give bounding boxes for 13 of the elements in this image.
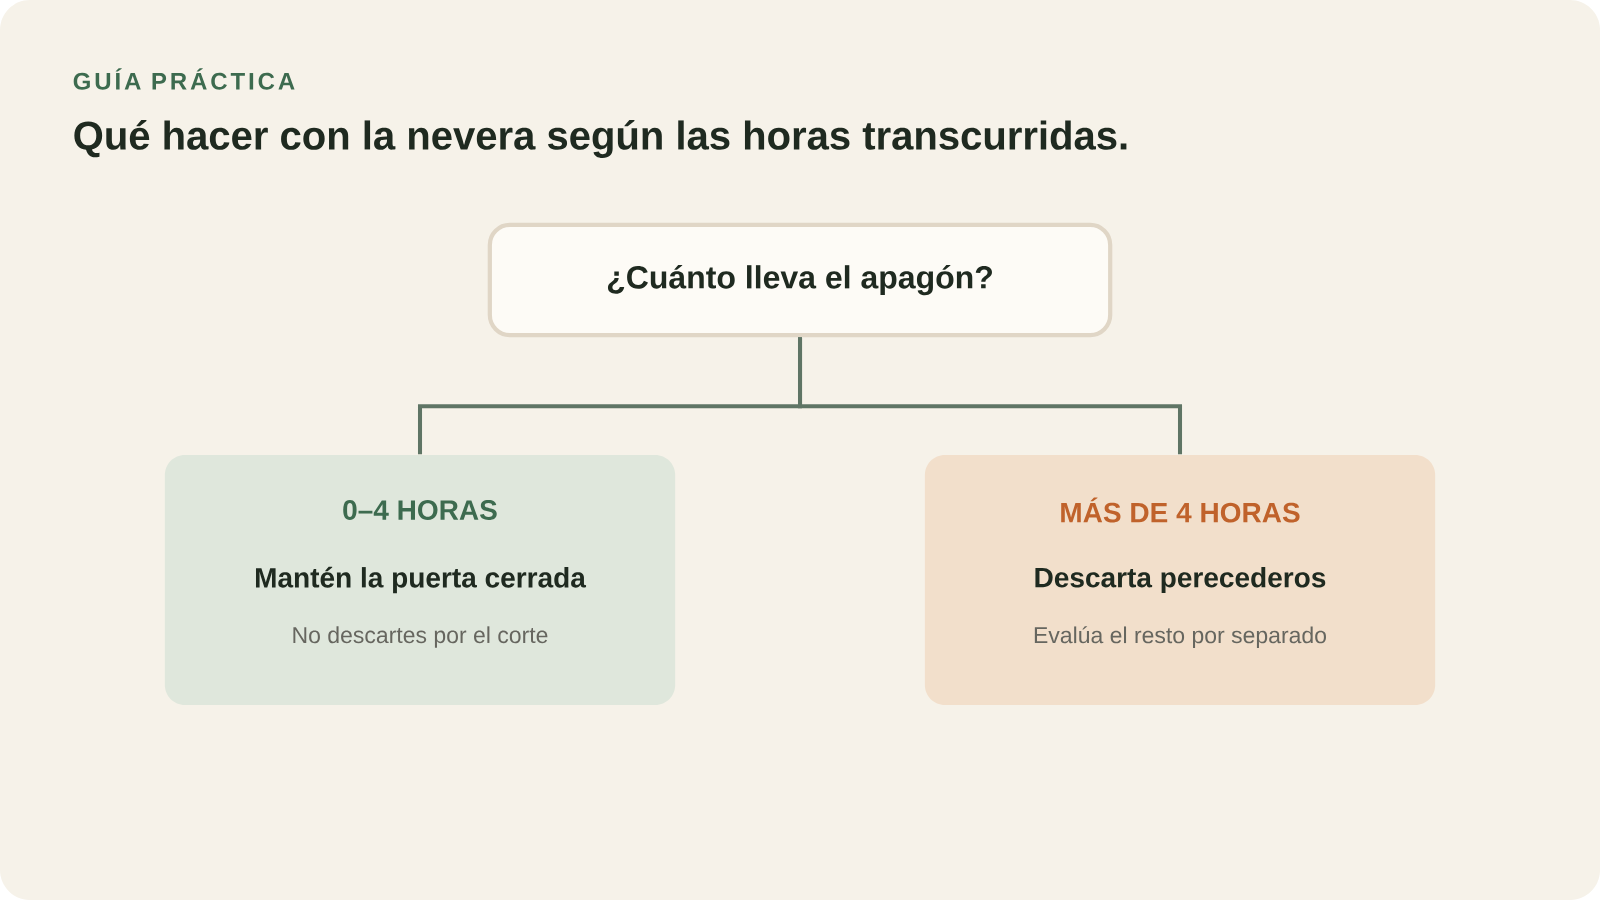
action-text: Descarta perecederos: [1035, 566, 1326, 594]
card: [164, 454, 676, 706]
title: Qué hacer con la nevera según las horas transcurridas.: [74, 120, 1127, 158]
note-text: Evalúa el resto por separado: [1034, 626, 1326, 648]
range-heading: MÁS DE 4 HORAS: [1061, 497, 1300, 523]
range-heading: 0–4 HORAS: [343, 500, 497, 520]
question-text: ¿Cuánto lleva el apagón?: [607, 264, 992, 296]
action-text: Mantén la puerta cerrada: [256, 566, 587, 594]
note-text: No descartes por el corte: [293, 626, 548, 648]
card: [487, 222, 1113, 338]
card: [924, 454, 1436, 706]
eyebrow-label: GUÍA PRÁCTICA: [73, 68, 295, 90]
connector: [798, 337, 1183, 455]
